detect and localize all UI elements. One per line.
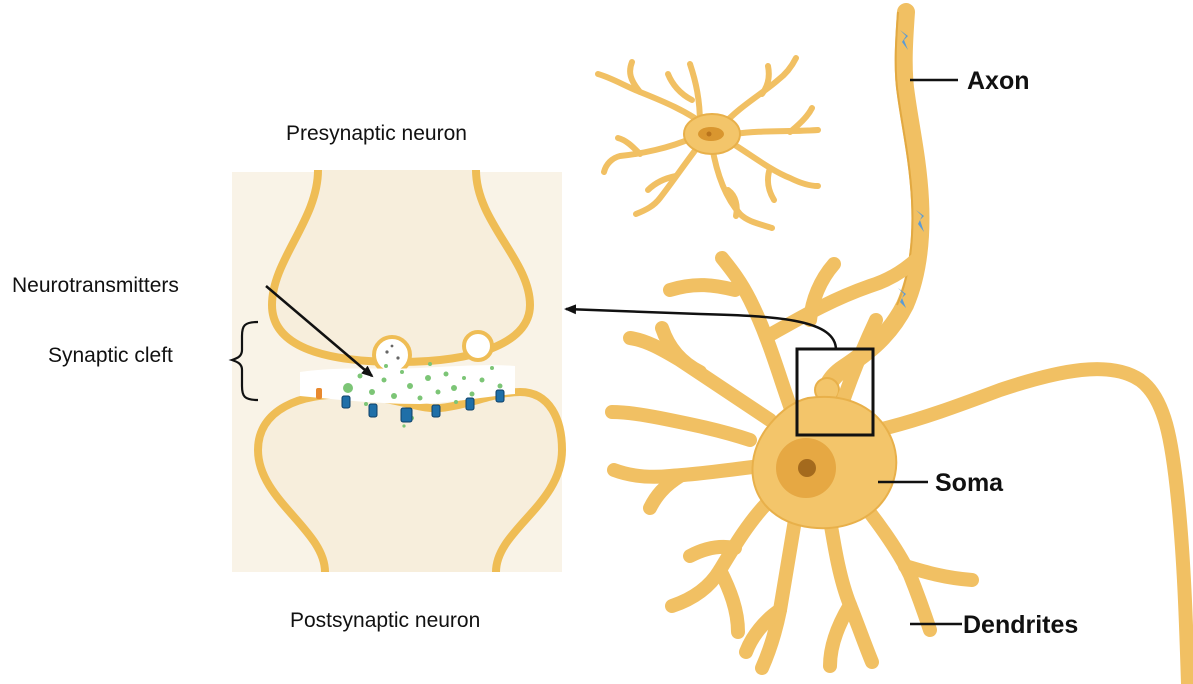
small-neuron-icon (598, 58, 818, 228)
presynaptic-label: Presynaptic neuron (286, 122, 467, 145)
dendrites-label: Dendrites (963, 611, 1078, 639)
soma-label: Soma (935, 469, 1004, 497)
vesicle-icon (464, 332, 492, 360)
neurotransmitters-label: Neurotransmitters (12, 274, 179, 297)
receptor-orange (316, 388, 322, 399)
synaptic-cleft-label: Synaptic cleft (48, 344, 173, 367)
postsynaptic-label: Postsynaptic neuron (290, 609, 480, 632)
axon-label: Axon (967, 67, 1030, 95)
nucleolus (798, 459, 816, 477)
synapse-icon (232, 170, 562, 572)
vesicle-icon (374, 337, 410, 373)
